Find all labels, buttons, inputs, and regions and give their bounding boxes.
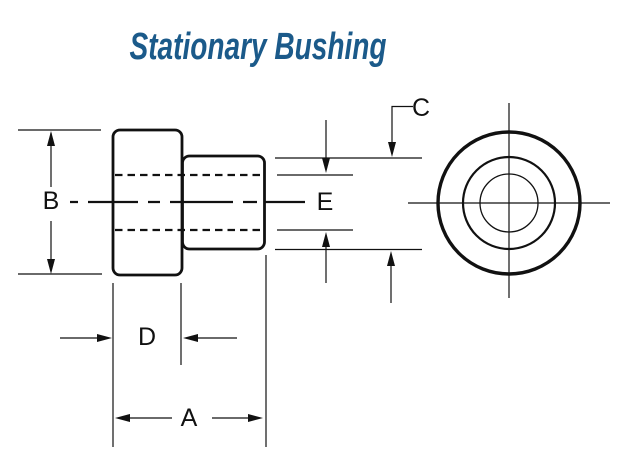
e-arrow-down-icon	[322, 158, 330, 173]
a-arrow-left-icon	[115, 414, 130, 422]
d-arrow-right-icon	[97, 334, 112, 342]
a-arrow-right-icon	[248, 414, 263, 422]
dim-label-a: A	[181, 404, 198, 432]
dimension-c	[275, 105, 422, 303]
side-view	[70, 128, 305, 277]
dim-label-e: E	[317, 188, 334, 216]
c-arrow-down-icon	[388, 142, 396, 157]
flange-od-circle	[436, 130, 582, 276]
dimension-a	[129, 255, 267, 447]
body-od-circle	[461, 155, 557, 251]
front-view	[408, 103, 610, 298]
d-arrow-left-icon	[183, 334, 198, 342]
page-title: Stationary Bushing	[130, 26, 387, 68]
e-arrow-up-icon	[322, 232, 330, 247]
c-leader-line	[391, 105, 413, 144]
c-arrow-up-icon	[387, 251, 395, 266]
b-arrow-up-icon	[47, 131, 55, 146]
dimension-e	[277, 120, 353, 283]
dimension-d	[60, 283, 237, 447]
b-arrow-down-icon	[47, 259, 55, 274]
dim-label-c: C	[412, 94, 430, 122]
dim-label-d: D	[138, 323, 156, 351]
bore-circle	[479, 173, 539, 233]
dim-label-b: B	[43, 187, 60, 215]
